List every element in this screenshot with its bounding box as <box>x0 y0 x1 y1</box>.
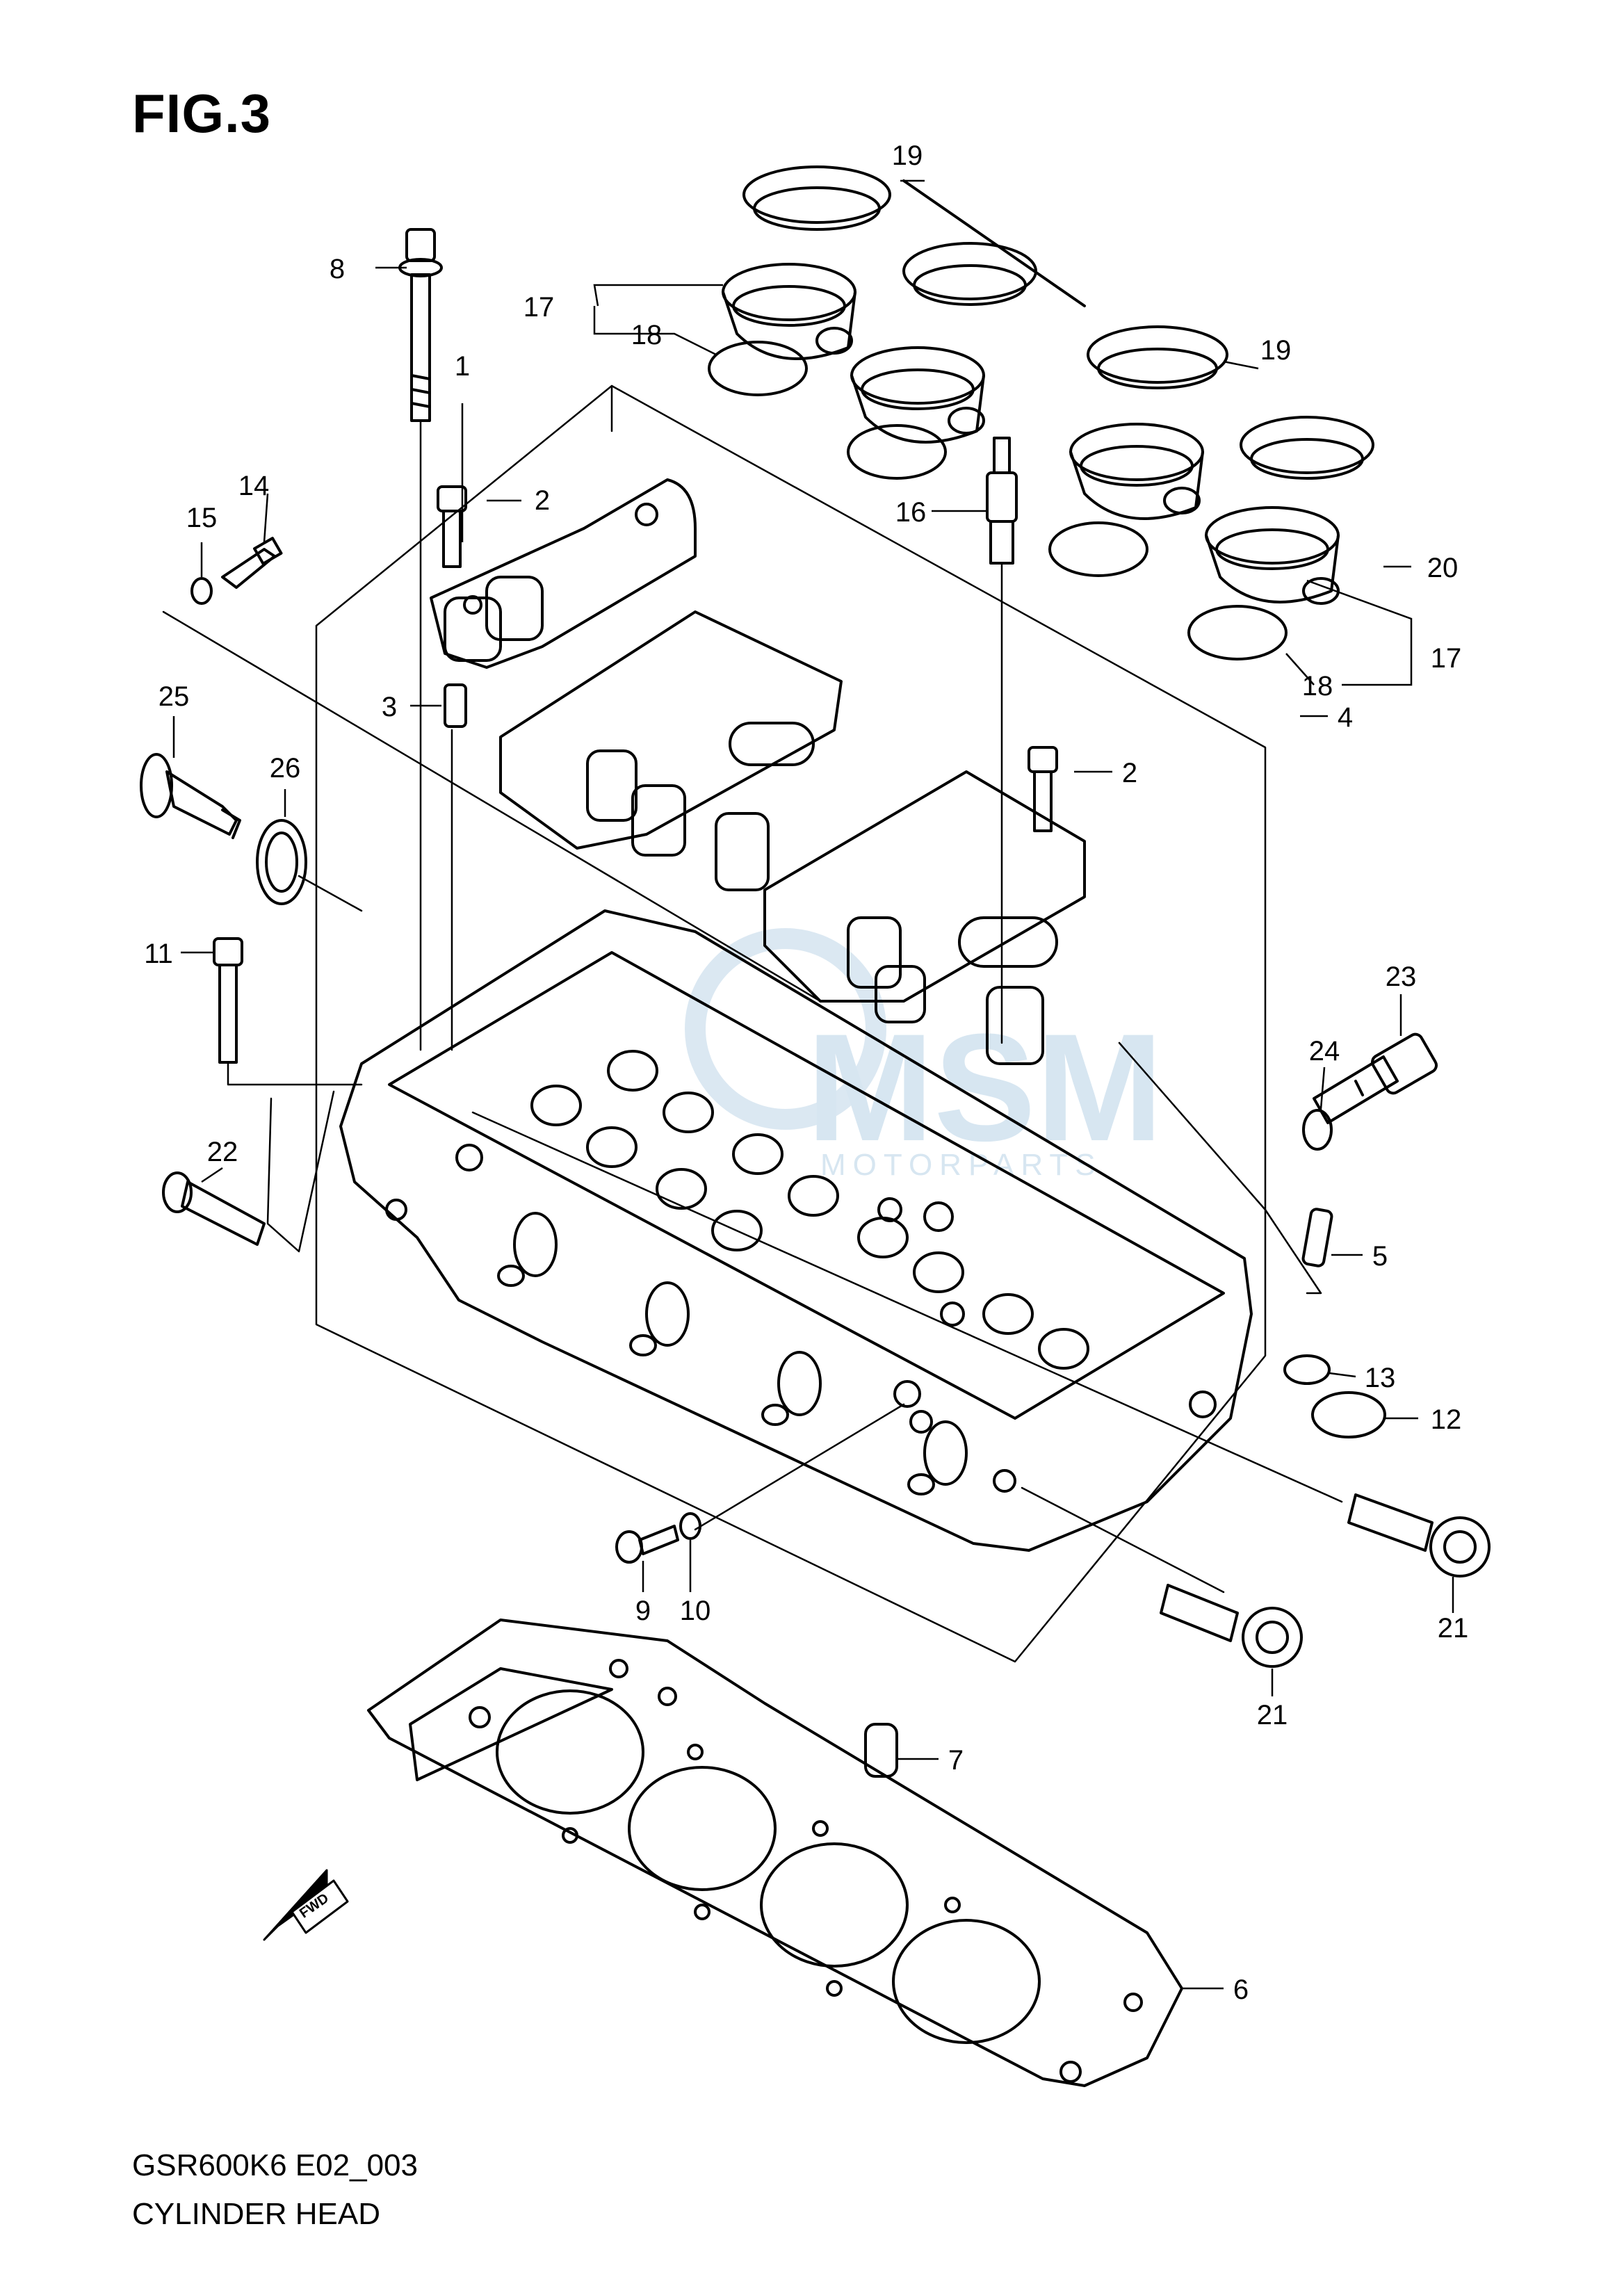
callout-23: 23 <box>1386 962 1417 992</box>
callout-26: 26 <box>270 753 301 784</box>
washer-15 <box>190 577 213 605</box>
callout-8: 8 <box>330 254 345 284</box>
bolt-22-leader <box>266 1090 335 1253</box>
bolt-22 <box>162 1171 266 1246</box>
seal-26 <box>256 819 307 905</box>
washer-24 <box>1302 1109 1333 1151</box>
callout-12: 12 <box>1431 1404 1462 1435</box>
callout-17-top: 17 <box>523 292 555 323</box>
assembly-box <box>162 384 1267 1663</box>
bolt-8 <box>398 228 443 422</box>
leader-22 <box>201 1167 223 1183</box>
o-ring-upper-1 <box>708 341 808 396</box>
gasket-12 <box>1311 1391 1386 1438</box>
callout-19-top: 19 <box>892 140 923 171</box>
o-ring-upper-2 <box>847 424 947 480</box>
bolt-11 <box>213 937 243 1064</box>
watermark-text: MSM <box>806 1002 1163 1173</box>
callout-18-top: 18 <box>631 320 663 350</box>
callout-numbers: 19 8 17 18 1 19 2 14 15 16 20 17 18 4 3 … <box>144 140 1468 2005</box>
camshaft-cap-rear <box>430 478 697 669</box>
callout-10: 10 <box>680 1596 711 1626</box>
bolt-14 <box>221 537 283 589</box>
callout-9: 9 <box>635 1596 651 1626</box>
intake-boot-lower-right <box>1069 325 1374 605</box>
callout-14: 14 <box>238 471 270 501</box>
callout-15: 15 <box>186 503 218 533</box>
callout-25: 25 <box>159 681 190 712</box>
dowel-pin-7 <box>864 1723 898 1778</box>
callout-2-top: 2 <box>535 485 550 516</box>
spark-plug-16 <box>986 437 1018 1044</box>
callout-21-right: 21 <box>1438 1613 1469 1644</box>
diagram-title: CYLINDER HEAD <box>132 2197 380 2231</box>
callout-11: 11 <box>144 939 173 969</box>
leader-21 <box>1021 1486 1225 1593</box>
intake-boot-upper-left <box>722 165 1086 444</box>
plug-25 <box>140 753 241 839</box>
leader-17-right <box>1306 579 1413 686</box>
leader-19-right <box>1223 360 1259 370</box>
leader-18-right <box>1285 653 1315 686</box>
callout-13: 13 <box>1365 1363 1396 1393</box>
camshaft-cap-center <box>499 610 843 891</box>
callout-5: 5 <box>1372 1241 1388 1272</box>
figure-label: FIG.3 <box>132 83 272 144</box>
callout-2-mid: 2 <box>1122 758 1137 788</box>
head-gasket-6 <box>367 1619 1183 2087</box>
callout-1: 1 <box>455 351 470 382</box>
leader-13 <box>1329 1372 1356 1378</box>
temperature-sensor-23 <box>1313 1032 1438 1124</box>
cylinder-head-body <box>339 909 1253 1552</box>
fwd-arrow-icon <box>263 1869 349 1941</box>
callout-22: 22 <box>207 1137 238 1167</box>
o-ring-lower-2 <box>1187 605 1288 660</box>
callout-18-right: 18 <box>1302 671 1333 702</box>
leader-24 <box>1320 1067 1326 1110</box>
o-ring-lower-1 <box>1048 521 1148 577</box>
dowel-5-leader <box>1118 1041 1322 1295</box>
callout-17-right: 17 <box>1431 643 1462 674</box>
leader-9-10 <box>694 1403 905 1531</box>
bolt-11-leader <box>227 1062 363 1086</box>
bolt-2-upper <box>437 485 467 568</box>
bolt-21-lower <box>1160 1584 1303 1668</box>
washer-10 <box>679 1512 701 1540</box>
seal-26-leader <box>298 875 363 912</box>
leader-17-top <box>593 284 723 307</box>
callout-20: 20 <box>1427 553 1459 583</box>
camshaft-cap-front <box>763 770 1086 1065</box>
callout-4: 4 <box>1338 702 1353 733</box>
callout-7: 7 <box>948 1745 964 1776</box>
callout-19-right: 19 <box>1260 335 1292 366</box>
watermark: MSM MOTORPARTS <box>685 928 1163 1182</box>
dowel-pin-5 <box>1301 1208 1333 1267</box>
bolt-21-right <box>1347 1493 1491 1578</box>
diagram-code: GSR600K6 E02_003 <box>132 2148 418 2182</box>
watermark-subtext: MOTORPARTS <box>820 1148 1103 1182</box>
leader-12-13 <box>471 1111 1343 1503</box>
leader-18-top <box>593 306 717 356</box>
callout-16: 16 <box>895 497 927 528</box>
dowel-pin-3 <box>444 683 467 728</box>
callout-21-lower: 21 <box>1257 1700 1288 1730</box>
leader-14 <box>263 493 269 543</box>
bolt-2-lower <box>1028 746 1058 832</box>
bolt-9 <box>615 1525 679 1564</box>
washer-13 <box>1283 1354 1331 1385</box>
callout-6: 6 <box>1233 1974 1249 2005</box>
callout-24: 24 <box>1309 1036 1340 1067</box>
callout-3: 3 <box>382 692 397 722</box>
